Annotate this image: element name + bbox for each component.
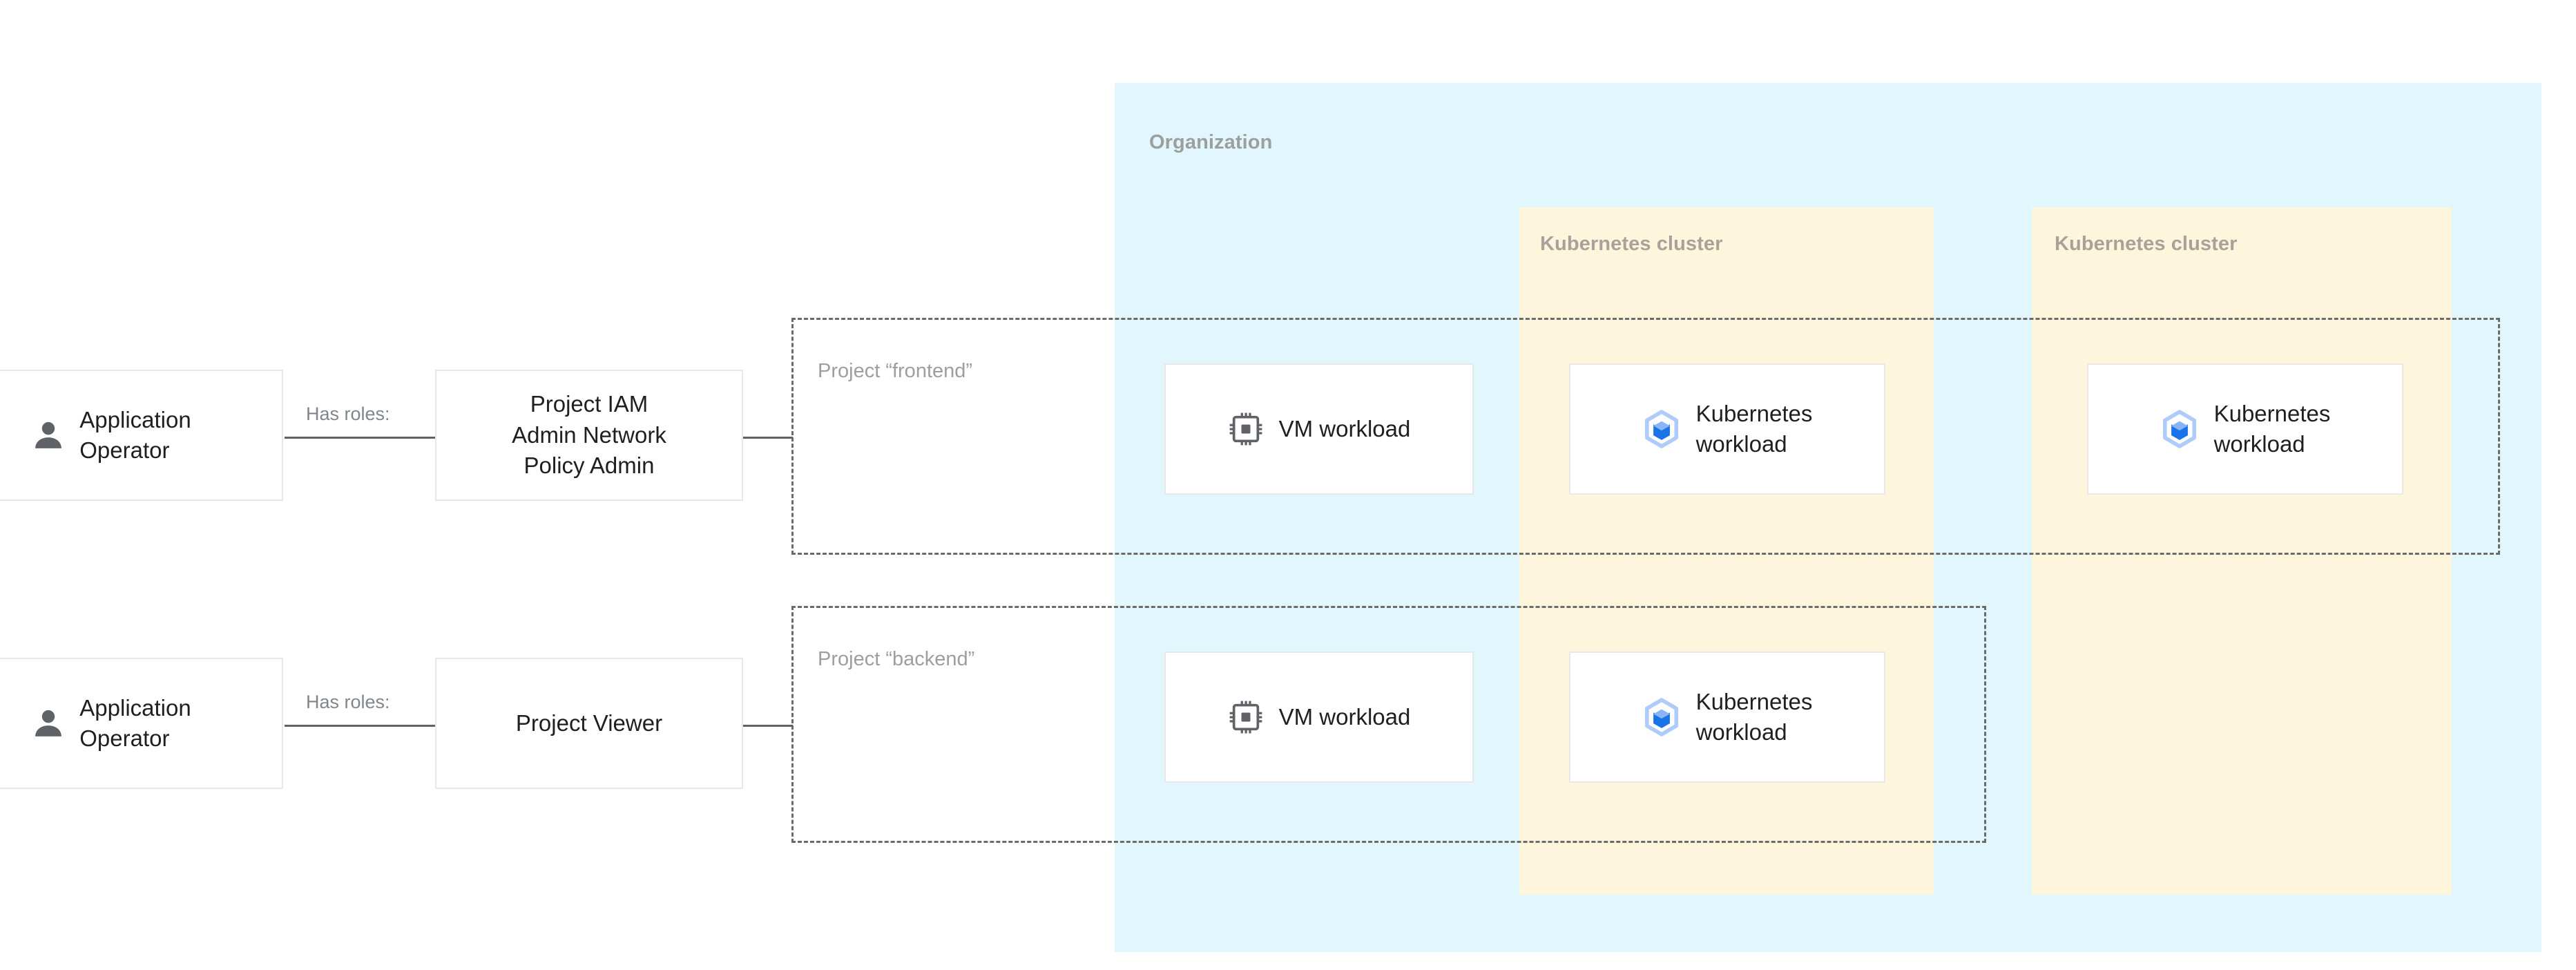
kubernetes-cluster-1-container bbox=[1519, 207, 1934, 895]
kubernetes-workload-label: Kubernetes workload bbox=[1695, 689, 1813, 745]
kubernetes-workload-frontend-cluster-1-card[interactable]: Kubernetes workload bbox=[1569, 363, 1885, 495]
kubernetes-workload-backend-cluster-1-card[interactable]: Kubernetes workload bbox=[1569, 652, 1885, 783]
edge-label-has-roles-1: Has roles: bbox=[306, 403, 390, 424]
role-label: Project Viewer bbox=[515, 710, 663, 736]
vm-workload-label: VM workload bbox=[1278, 704, 1411, 730]
person-icon bbox=[30, 417, 67, 454]
role-label: Project IAM Admin Network Policy Admin bbox=[512, 391, 666, 479]
persona-application-operator-2[interactable]: Application Operator bbox=[0, 658, 283, 789]
connector-role-1-to-project-frontend bbox=[743, 437, 793, 439]
vm-workload-backend-card[interactable]: VM workload bbox=[1164, 652, 1474, 783]
role-box-2[interactable]: Project Viewer bbox=[435, 658, 743, 789]
persona-application-operator-1[interactable]: Application Operator bbox=[0, 370, 283, 501]
cpu-chip-icon bbox=[1228, 699, 1264, 735]
kubernetes-cluster-1-label: Kubernetes cluster bbox=[1540, 233, 1723, 255]
connector-persona-2-to-role-2 bbox=[285, 725, 435, 727]
kubernetes-workload-label: Kubernetes workload bbox=[2213, 401, 2331, 457]
persona-label: Application Operator bbox=[79, 407, 191, 463]
organization-label: Organization bbox=[1149, 131, 1273, 153]
vm-workload-frontend-card[interactable]: VM workload bbox=[1164, 363, 1474, 495]
person-icon bbox=[30, 705, 67, 742]
persona-label: Application Operator bbox=[79, 695, 191, 751]
gke-cube-icon bbox=[1642, 698, 1681, 736]
kubernetes-workload-label: Kubernetes workload bbox=[1695, 401, 1813, 457]
kubernetes-cluster-2-label: Kubernetes cluster bbox=[2055, 233, 2238, 255]
gke-cube-icon bbox=[1642, 410, 1681, 448]
connector-persona-1-to-role-1 bbox=[285, 437, 435, 439]
vm-workload-label: VM workload bbox=[1278, 416, 1411, 442]
gke-cube-icon bbox=[2160, 410, 2199, 448]
kubernetes-workload-frontend-cluster-2-card[interactable]: Kubernetes workload bbox=[2087, 363, 2403, 495]
connector-role-2-to-project-backend bbox=[743, 725, 793, 727]
project-backend-label: Project “backend” bbox=[818, 648, 975, 670]
edge-label-has-roles-2: Has roles: bbox=[306, 692, 390, 712]
cpu-chip-icon bbox=[1228, 411, 1264, 447]
project-frontend-label: Project “frontend” bbox=[818, 360, 973, 382]
kubernetes-cluster-2-container bbox=[2032, 207, 2452, 895]
role-box-1[interactable]: Project IAM Admin Network Policy Admin bbox=[435, 370, 743, 501]
